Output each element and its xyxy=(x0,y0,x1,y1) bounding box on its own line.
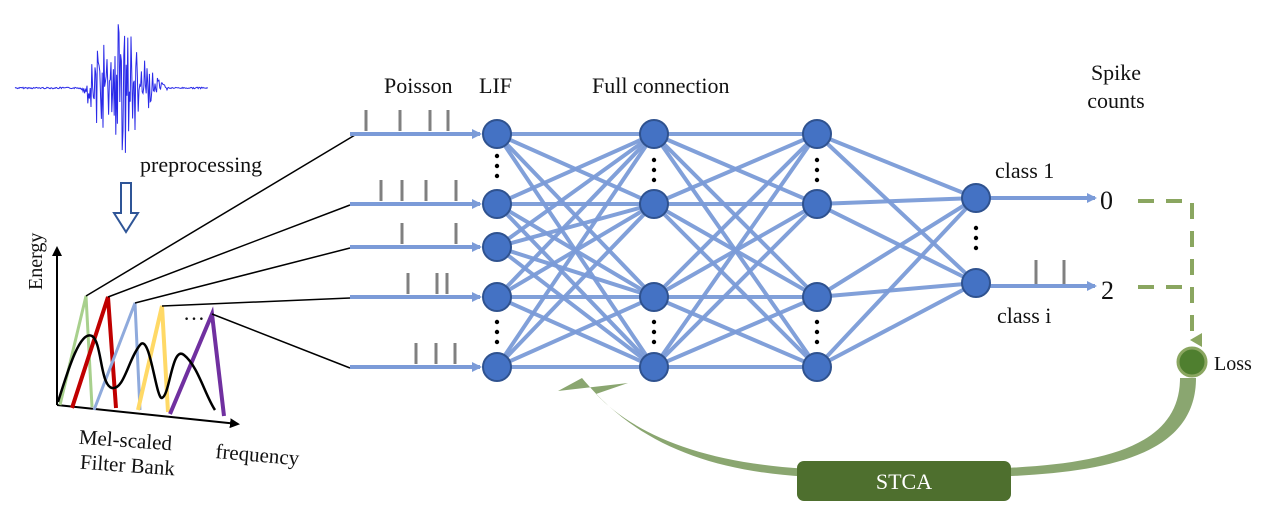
hidden-neuron xyxy=(802,119,832,149)
ellipsis-dot xyxy=(494,163,500,169)
ellipsis-dot xyxy=(973,225,979,231)
filter-triangle-5 xyxy=(168,306,226,417)
hidden-neuron xyxy=(639,282,669,312)
ellipsis-dot xyxy=(651,329,657,335)
output-neuron xyxy=(961,183,991,213)
connection-line xyxy=(495,202,656,249)
frequency-axis-label: frequency xyxy=(215,439,301,470)
spike-count-class-i: 2 xyxy=(1101,276,1114,305)
hidden-neuron xyxy=(639,352,669,382)
hidden-neuron xyxy=(802,352,832,382)
connection-line xyxy=(495,132,656,249)
ellipsis-dot xyxy=(651,167,657,173)
neuron-layers xyxy=(482,119,991,382)
hidden-neuron xyxy=(802,189,832,219)
loss-label: Loss xyxy=(1214,353,1252,375)
poisson-label: Poisson xyxy=(384,73,452,98)
ellipsis-dot xyxy=(651,177,657,183)
connection-line xyxy=(495,245,656,299)
hollow-down-arrow-icon xyxy=(112,182,140,234)
filter-triangle-2 xyxy=(70,296,118,409)
class-last-label: class i xyxy=(997,303,1051,328)
spike-counts-label-line2: counts xyxy=(1087,88,1144,113)
lif-label: LIF xyxy=(479,73,512,98)
connection-line xyxy=(815,281,978,369)
preprocessing-label: preprocessing xyxy=(140,152,262,177)
frequency-axis-line xyxy=(56,404,240,429)
connection-line xyxy=(652,132,819,206)
connection-line xyxy=(652,132,819,299)
connection-line xyxy=(815,202,978,285)
stca-label: STCA xyxy=(876,469,932,494)
full-connections xyxy=(495,132,978,369)
ellipsis-dot xyxy=(494,319,500,325)
ellipsis-dot xyxy=(814,157,820,163)
connection-line xyxy=(815,132,978,285)
energy-axis-label: Energy xyxy=(25,233,47,290)
output-channels xyxy=(990,193,1097,291)
energy-curve xyxy=(56,334,217,411)
spike-counts-label-line1: Spike xyxy=(1091,60,1141,85)
lif-neuron xyxy=(482,352,512,382)
connection-line xyxy=(815,196,978,299)
lif-neuron xyxy=(482,282,512,312)
ellipsis-dot xyxy=(973,235,979,241)
connection-line xyxy=(815,281,978,299)
filter-ellipsis: … xyxy=(183,300,205,325)
connection-line xyxy=(495,295,656,369)
spike-count-class-1: 0 xyxy=(1100,186,1113,215)
ellipsis-dot xyxy=(494,339,500,345)
waveform-trace xyxy=(14,24,209,153)
connection-line xyxy=(815,132,978,200)
ellipsis-dot xyxy=(814,167,820,173)
hidden-neuron xyxy=(802,282,832,312)
class-first-label: class 1 xyxy=(995,158,1054,183)
connection-line xyxy=(652,295,819,369)
connection-line xyxy=(495,132,656,299)
connection-line xyxy=(652,202,819,369)
poisson-input-channels xyxy=(350,110,482,372)
ellipsis-dot xyxy=(814,329,820,335)
ellipsis-dot xyxy=(814,319,820,325)
connection-line xyxy=(815,196,978,206)
ellipsis-dot xyxy=(494,329,500,335)
connection-line xyxy=(652,132,819,369)
connection-line xyxy=(815,196,978,369)
full-connection-label: Full connection xyxy=(592,73,729,98)
vertical-ellipses xyxy=(494,153,979,345)
hidden-neuron xyxy=(639,189,669,219)
hidden-neuron xyxy=(639,119,669,149)
connection-line xyxy=(495,132,656,369)
ellipsis-dot xyxy=(814,177,820,183)
loss-neuron xyxy=(1176,346,1208,378)
audio-waveform xyxy=(14,24,209,153)
ellipsis-dot xyxy=(814,339,820,345)
ellipsis-dot xyxy=(973,245,979,251)
stca-box xyxy=(797,461,1011,501)
lif-neuron xyxy=(482,189,512,219)
ellipsis-dot xyxy=(651,339,657,345)
ellipsis-dot xyxy=(651,157,657,163)
filter-to-input-lines xyxy=(85,134,356,369)
ellipsis-dot xyxy=(494,173,500,179)
connection-line xyxy=(495,202,656,369)
lif-neuron xyxy=(482,232,512,262)
mel-filter-bank-plot: … Energy frequency Mel-scaled Filter Ban… xyxy=(25,233,301,481)
lif-neuron xyxy=(482,119,512,149)
ellipsis-dot xyxy=(494,153,500,159)
loss-dashed-paths xyxy=(1138,199,1202,347)
output-neuron xyxy=(961,268,991,298)
connection-line xyxy=(495,132,656,206)
ellipsis-dot xyxy=(651,319,657,325)
